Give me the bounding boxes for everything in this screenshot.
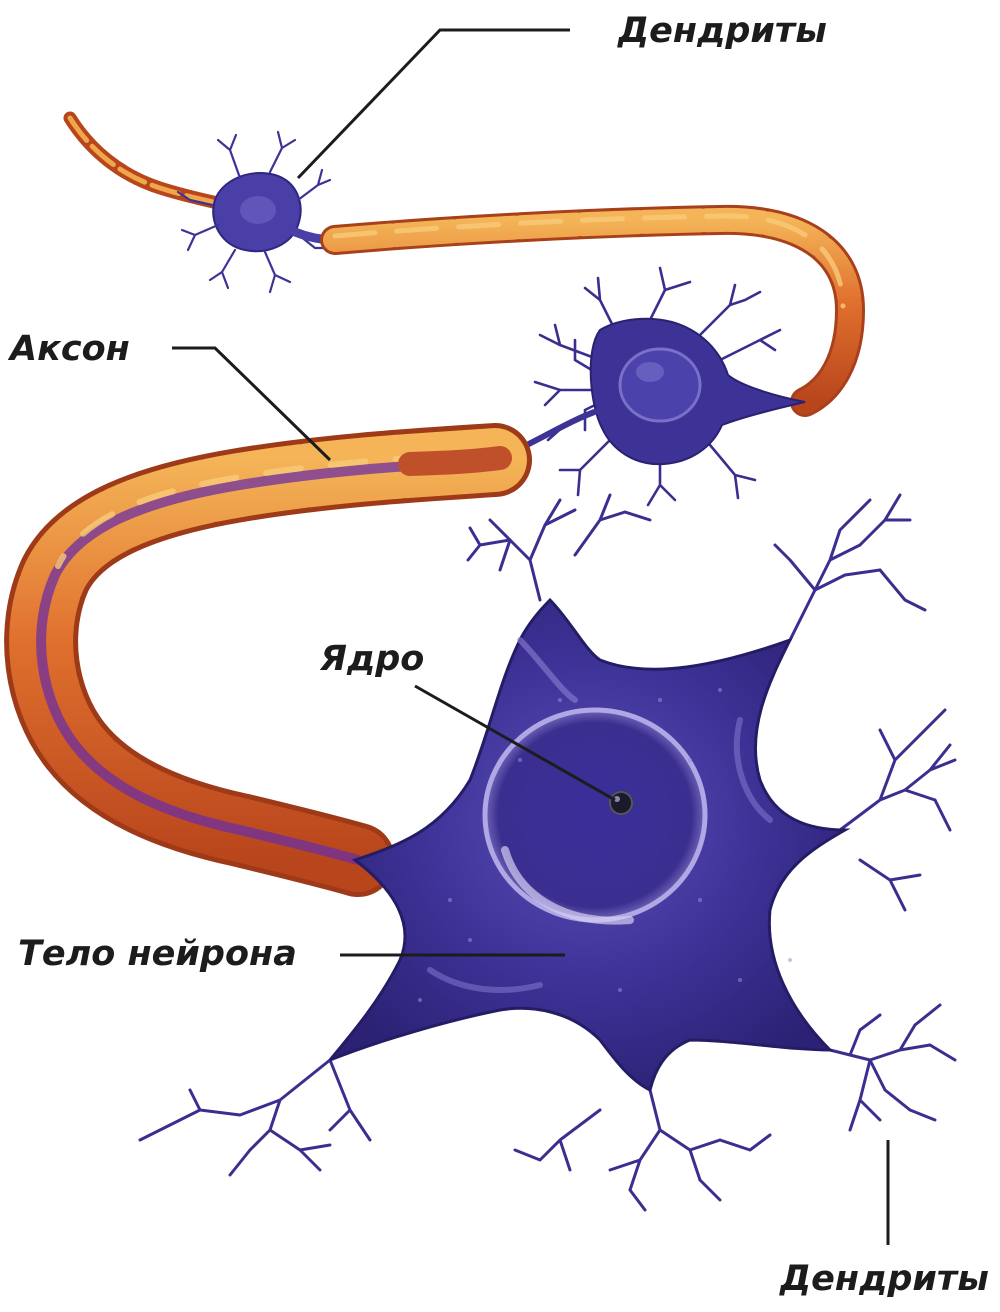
small-neuron bbox=[70, 118, 335, 292]
label-nucleus: Ядро bbox=[320, 642, 424, 677]
label-cell-body: Тело нейрона bbox=[18, 937, 297, 972]
nucleus bbox=[485, 710, 705, 920]
leader-line-dendrites-top bbox=[298, 30, 570, 178]
label-dendrites-bottom: Дендриты bbox=[780, 1262, 989, 1297]
nucleolus bbox=[610, 792, 632, 814]
lower-myelinated-axon bbox=[41, 452, 500, 860]
label-axon: Аксон bbox=[10, 332, 130, 367]
label-dendrites-top: Дендриты bbox=[618, 14, 827, 49]
small-neuron-axon bbox=[70, 118, 222, 204]
middle-neuron bbox=[500, 268, 805, 505]
